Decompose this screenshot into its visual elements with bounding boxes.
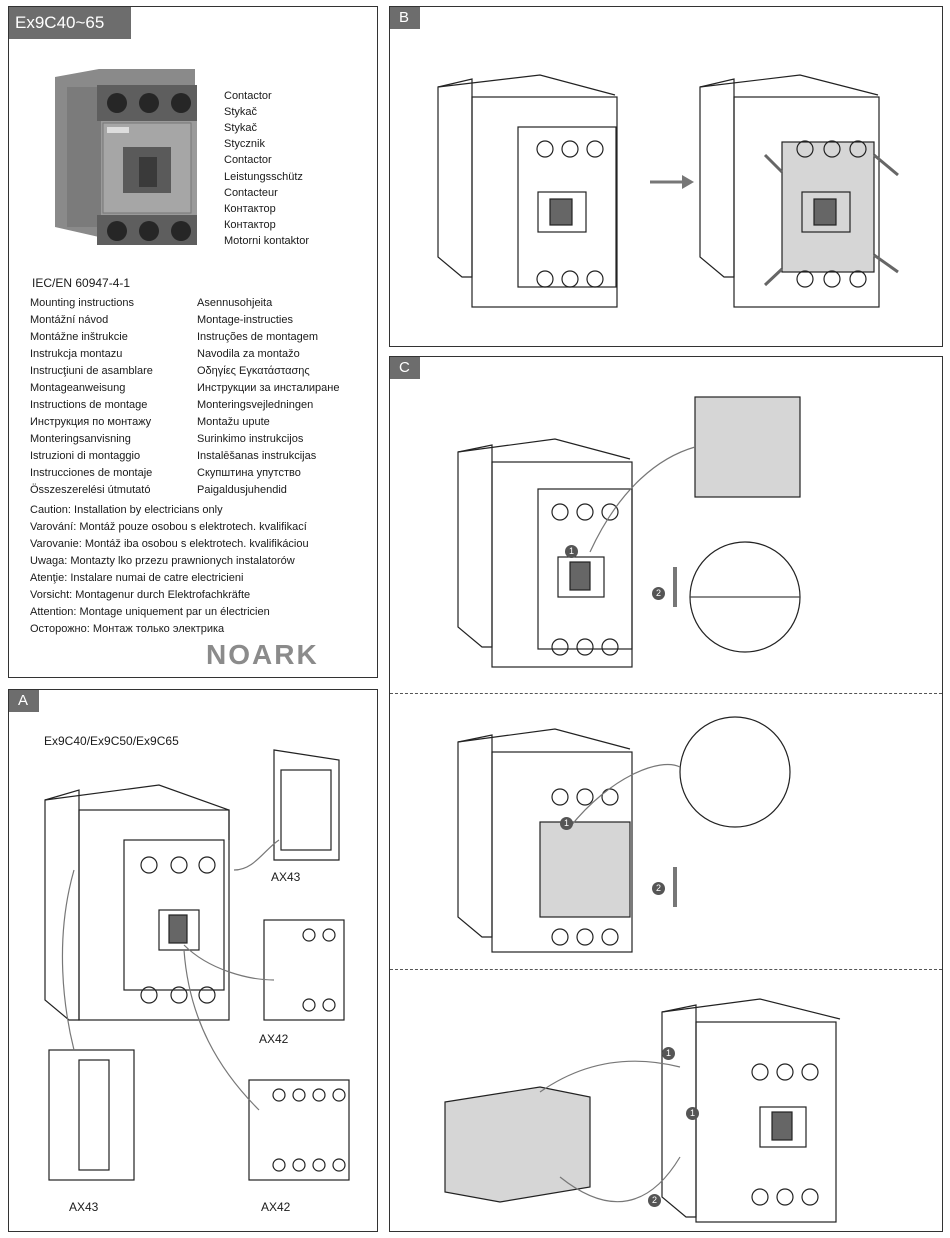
caution-item: Vorsicht: Montagenur durch Elektrofachkr… — [30, 589, 251, 601]
step-1-badge: 1 — [560, 817, 573, 830]
accessory-label: AX42 — [259, 1032, 289, 1046]
instruction-item: Instructions de montage — [30, 399, 148, 411]
product-name: Contacteur — [224, 187, 278, 199]
instruction-item: Montažu upute — [197, 416, 270, 428]
panel-c-diagram — [444, 396, 841, 1223]
instruction-item: Montážní návod — [30, 314, 109, 326]
title-panel: Ex9C40~65 Contactor Stykač Stykač Styczn… — [8, 6, 378, 678]
instruction-item: Инструкция по монтажу — [30, 416, 152, 428]
panel-c: C — [389, 356, 943, 1232]
instruction-item: Montage-instructies — [197, 314, 293, 326]
product-name: Контактор — [224, 219, 276, 231]
standard-label: IEC/EN 60947-4-1 — [32, 276, 131, 290]
product-name: Stycznik — [224, 138, 265, 150]
instruction-item: Οδηγίες Εγκατάστασης — [197, 365, 310, 377]
panel-b-label: B — [399, 9, 410, 26]
product-name: Contactor — [224, 154, 272, 166]
instruction-item: Скупштина упутство — [197, 467, 301, 479]
step-2-badge: 2 — [648, 1194, 661, 1207]
instruction-item: Instrucciones de montaje — [30, 467, 153, 479]
product-name: Stykač — [224, 122, 258, 134]
instruction-item: Montážne inštrukcie — [30, 331, 128, 343]
panel-a-diagram — [44, 749, 350, 1181]
instruction-item: Instruções de montagem — [197, 331, 319, 343]
product-name: Stykač — [224, 106, 258, 118]
instruction-item: Paigaldusjuhendid — [197, 484, 287, 496]
caution-item: Attention: Montage uniquement par un éle… — [30, 606, 270, 618]
instruction-item: Asennusohjeita — [197, 297, 273, 309]
panel-c-label: C — [399, 359, 410, 376]
caution-item: Varování: Montáž pouze osobou s elektrot… — [30, 521, 307, 533]
instruction-item: Инструкции за инсталиране — [197, 382, 340, 394]
instruction-item: Navodila za montažo — [197, 348, 300, 360]
instruction-item: Montageanweisung — [30, 382, 126, 394]
panel-c-tag: C — [390, 357, 420, 379]
product-name: Contactor — [224, 90, 272, 102]
brand-logo: NOARK — [206, 639, 319, 670]
step-2-badge: 2 — [652, 587, 665, 600]
instruction-item: Összeszerelési útmutató — [30, 484, 151, 496]
caution-item: Осторожно: Монтаж только электрика — [30, 623, 225, 635]
accessory-label: AX43 — [69, 1200, 99, 1214]
models-label: Ex9C40/Ex9C50/Ex9C65 — [44, 734, 179, 748]
accessory-label: AX43 — [271, 870, 301, 884]
contactor-photo — [55, 69, 197, 245]
instruction-item: Instrukcja montazu — [30, 348, 123, 360]
panel-b: B — [389, 6, 943, 347]
step-1-badge: 1 — [565, 545, 578, 558]
panel-b-diagram — [437, 74, 899, 308]
accessory-label: AX42 — [261, 1200, 291, 1214]
panel-b-tag: B — [390, 7, 420, 29]
model-title: Ex9C40~65 — [15, 13, 105, 32]
step-1-badge: 1 — [686, 1107, 699, 1120]
caution-item: Atenţie: Instalare numai de catre electr… — [30, 572, 244, 584]
product-name: Motorni kontaktor — [224, 235, 309, 247]
divider — [390, 969, 942, 970]
divider — [390, 693, 942, 694]
model-tag: Ex9C40~65 — [9, 7, 131, 39]
instruction-item: Monteringsvejledningen — [197, 399, 314, 411]
instruction-item: Instalēšanas instrukcijas — [197, 450, 317, 462]
product-name: Контактор — [224, 203, 276, 215]
instruction-item: Mounting instructions — [30, 297, 134, 309]
caution-item: Varovanie: Montáž iba osobou s elektrote… — [30, 538, 309, 550]
instruction-item: Istruzioni di montaggio — [30, 450, 141, 462]
step-1-badge: 1 — [662, 1047, 675, 1060]
instruction-item: Instrucţiuni de asamblare — [30, 365, 153, 377]
instruction-item: Surinkimo instrukcijos — [197, 433, 304, 445]
panel-a-label: A — [18, 692, 29, 709]
instruction-item: Monteringsanvisning — [30, 433, 131, 445]
product-name: Leistungsschütz — [224, 171, 303, 183]
panel-a: A Ex9C40/Ex9C50/Ex9C65 — [8, 689, 378, 1232]
panel-a-tag: A — [9, 690, 39, 712]
caution-item: Caution: Installation by electricians on… — [30, 504, 223, 516]
caution-item: Uwaga: Montazty lko przezu prawnionych i… — [30, 555, 295, 567]
step-2-badge: 2 — [652, 882, 665, 895]
